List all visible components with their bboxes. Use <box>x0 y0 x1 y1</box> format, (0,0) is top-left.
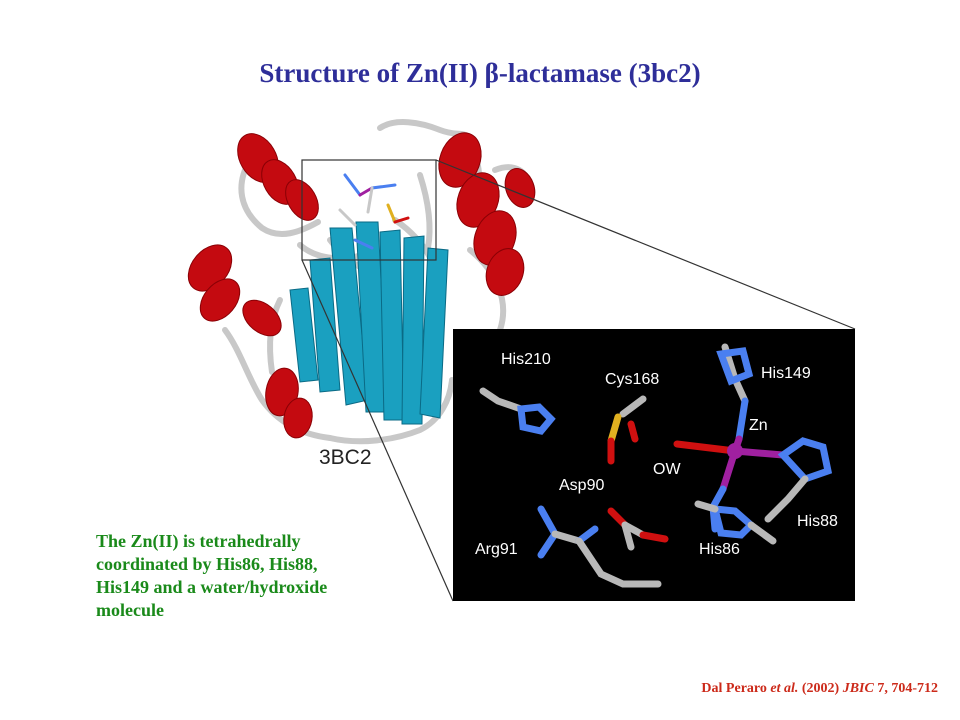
label-his86: His86 <box>699 541 740 558</box>
zoom-box <box>301 159 437 261</box>
title-suffix: -lactamase (3bc2) <box>498 58 701 88</box>
title-beta: β <box>484 58 499 88</box>
citation-authors: Dal Peraro <box>701 681 771 696</box>
label-zn: Zn <box>749 417 768 434</box>
structure-label: 3BC2 <box>319 446 372 469</box>
slide-title: Structure of Zn(II) β-lactamase (3bc2) <box>0 58 960 89</box>
description-line: The Zn(II) is tetrahedrally <box>96 531 301 551</box>
label-asp90: Asp90 <box>559 477 605 494</box>
description-line: coordinated by His86, His88, <box>96 554 318 574</box>
projection-line <box>435 159 856 330</box>
citation-ref: 7, 704-712 <box>873 681 938 696</box>
label-his88: His88 <box>797 513 838 530</box>
label-his210: His210 <box>501 351 551 368</box>
description-line: molecule <box>96 600 164 620</box>
beta-sheets <box>289 221 449 425</box>
citation-etal: et al. <box>770 681 799 696</box>
active-site-sticks <box>338 173 410 250</box>
active-site-render <box>479 343 833 588</box>
label-ow: OW <box>653 461 681 478</box>
title-prefix: Structure of Zn(II) <box>259 58 485 88</box>
label-arg91: Arg91 <box>475 541 518 558</box>
active-site-inset: His210 Cys168 His149 Zn OW Asp90 His88 A… <box>453 329 855 601</box>
label-his149: His149 <box>761 365 811 382</box>
citation-journal: JBIC <box>842 681 874 696</box>
zinc-atom <box>727 443 743 459</box>
projection-line <box>301 259 454 602</box>
description-line: His149 and a water/hydroxide <box>96 577 328 597</box>
citation: Dal Peraro et al. (2002) JBIC 7, 704-712 <box>701 681 938 697</box>
citation-year: (2002) <box>798 681 843 696</box>
description-text: The Zn(II) is tetrahedrally coordinated … <box>96 530 426 622</box>
label-cys168: Cys168 <box>605 371 660 388</box>
